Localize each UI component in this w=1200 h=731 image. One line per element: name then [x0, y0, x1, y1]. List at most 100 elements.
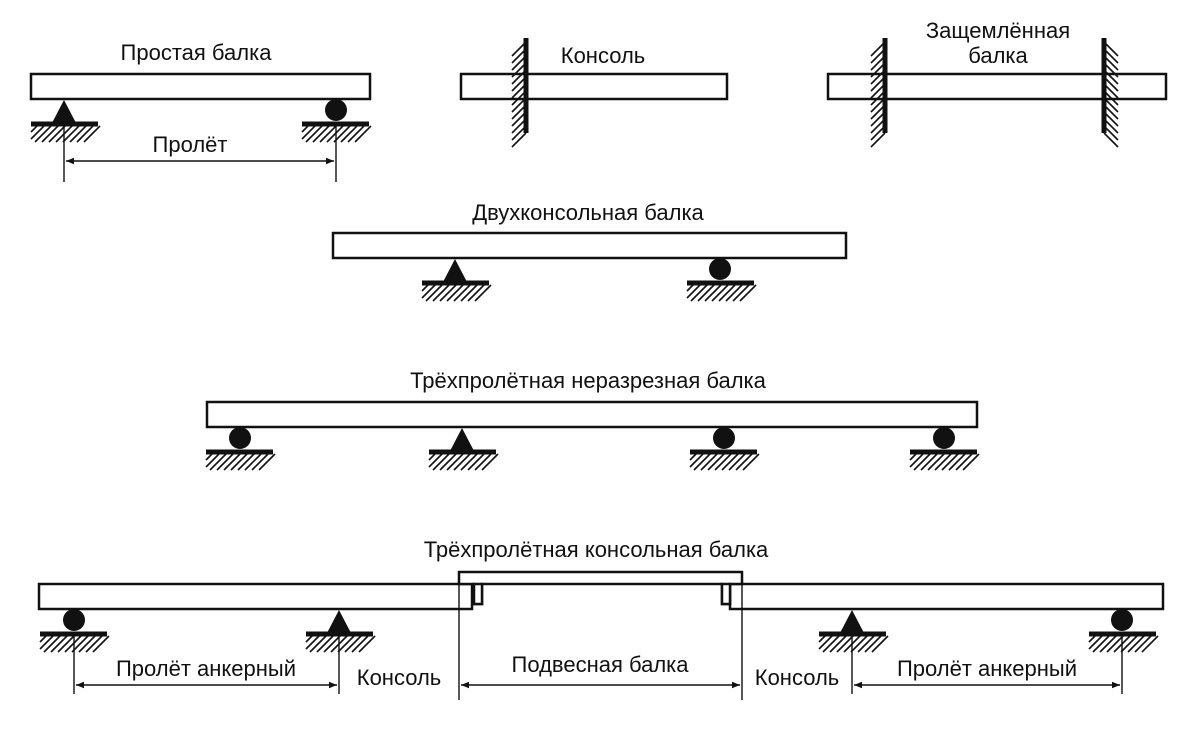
- hatch-line: [323, 635, 341, 653]
- hatch-line: [39, 635, 47, 643]
- hatch-line: [1141, 635, 1159, 653]
- hatch-line: [511, 118, 527, 134]
- hatch-line: [870, 76, 886, 92]
- cantilever-span-beam-title: Трёхпролётная консольная балка: [424, 537, 769, 562]
- roller-support: [1088, 609, 1159, 653]
- pin-support: [428, 428, 499, 471]
- hatch-line: [432, 284, 450, 302]
- hatch-line: [829, 635, 847, 653]
- roller-support: [686, 258, 757, 302]
- anchor-span-right-label: Пролёт анкерный: [897, 656, 1077, 681]
- hatch-line: [30, 125, 38, 133]
- hatch-line: [714, 453, 732, 471]
- hatch-line: [704, 284, 722, 302]
- hatch-line: [735, 453, 753, 471]
- hatch-line: [216, 453, 234, 471]
- hatch-line: [870, 83, 886, 99]
- hatch-line: [316, 635, 334, 653]
- hatch-line: [337, 635, 355, 653]
- hatch-line: [453, 453, 471, 471]
- hatch-line: [1103, 55, 1119, 71]
- hatch-line: [721, 453, 739, 471]
- hatch-line: [920, 453, 938, 471]
- hatch-line: [870, 97, 886, 113]
- simple-beam: [29, 72, 372, 101]
- hatch-line: [870, 41, 886, 57]
- hatch-line: [511, 97, 527, 113]
- hatch-line: [347, 125, 365, 143]
- hatch-line: [1092, 635, 1110, 653]
- hatch-line: [700, 453, 718, 471]
- hatch-line: [205, 453, 220, 468]
- double-cantilever-group: Двухконсольная балка: [331, 200, 848, 302]
- hatch-line: [326, 125, 344, 143]
- roller-support: [39, 609, 110, 653]
- hatch-line: [689, 453, 697, 461]
- continuous-beam: [205, 400, 979, 429]
- hatch-line: [870, 118, 886, 134]
- cantilever-span-beam-group: Трёхпролётная консольная балка: [37, 537, 1165, 700]
- hatch-line: [421, 284, 429, 292]
- hatch-line: [941, 453, 959, 471]
- hatch-line: [511, 41, 527, 57]
- hatch-line: [85, 635, 103, 653]
- hatch-line: [870, 62, 886, 78]
- hatch-line: [305, 635, 313, 643]
- hatch-line: [1120, 635, 1138, 653]
- hatch-line: [707, 453, 725, 471]
- hatch-line: [439, 284, 457, 302]
- hatch-line: [511, 48, 527, 64]
- double-cantilever-beam: [331, 231, 848, 260]
- fixed-beam-title-line1: Защемлённая: [926, 18, 1070, 43]
- hatch-line: [344, 635, 362, 653]
- hatch-line: [474, 284, 492, 302]
- hatch-line: [728, 453, 746, 471]
- hatch-line: [1103, 118, 1119, 134]
- hatch-line: [223, 453, 241, 471]
- hatch-line: [425, 284, 443, 302]
- hatch-line: [83, 125, 101, 143]
- continuous-beam-title: Трёхпролётная неразрезная балка: [410, 368, 767, 393]
- hatch-line: [955, 453, 973, 471]
- hatch-line: [43, 635, 61, 653]
- hatch-line: [822, 635, 840, 653]
- hatch-line: [1103, 104, 1119, 120]
- hatch-line: [446, 284, 464, 302]
- hatch-line: [467, 453, 485, 471]
- hatch-line: [305, 125, 323, 143]
- hatch-line: [870, 90, 886, 106]
- hatch-line: [725, 284, 743, 302]
- hatch-line: [1099, 635, 1117, 653]
- hatch-line: [689, 453, 704, 468]
- suspended-beam: [457, 570, 744, 606]
- hatch-line: [205, 453, 213, 461]
- hatch-line: [511, 69, 527, 85]
- hatch-line: [511, 132, 527, 148]
- hatch-line: [481, 453, 499, 471]
- hatch-line: [258, 453, 276, 471]
- left-anchor-beam: [37, 582, 474, 611]
- hatch-line: [818, 635, 826, 643]
- hatch-line: [474, 453, 492, 471]
- hatch-line: [1103, 48, 1119, 64]
- hatch-line: [1103, 125, 1119, 141]
- hatch-line: [301, 125, 309, 133]
- hatch-line: [870, 104, 886, 120]
- cantilever-beam: [459, 72, 729, 101]
- hatch-line: [1134, 635, 1152, 653]
- hatch-line: [76, 125, 94, 143]
- hatch-line: [686, 284, 701, 299]
- hatch-line: [428, 453, 436, 461]
- hatch-line: [69, 125, 87, 143]
- hatch-line: [511, 111, 527, 127]
- hatch-line: [850, 635, 868, 653]
- hatch-line: [718, 284, 736, 302]
- pin-support: [305, 610, 376, 653]
- hatch-line: [927, 453, 945, 471]
- hatch-line: [50, 635, 68, 653]
- hatch-line: [870, 55, 886, 71]
- simple-beam-title: Простая балка: [121, 40, 273, 65]
- hatch-line: [354, 125, 372, 143]
- hatch-line: [870, 111, 886, 127]
